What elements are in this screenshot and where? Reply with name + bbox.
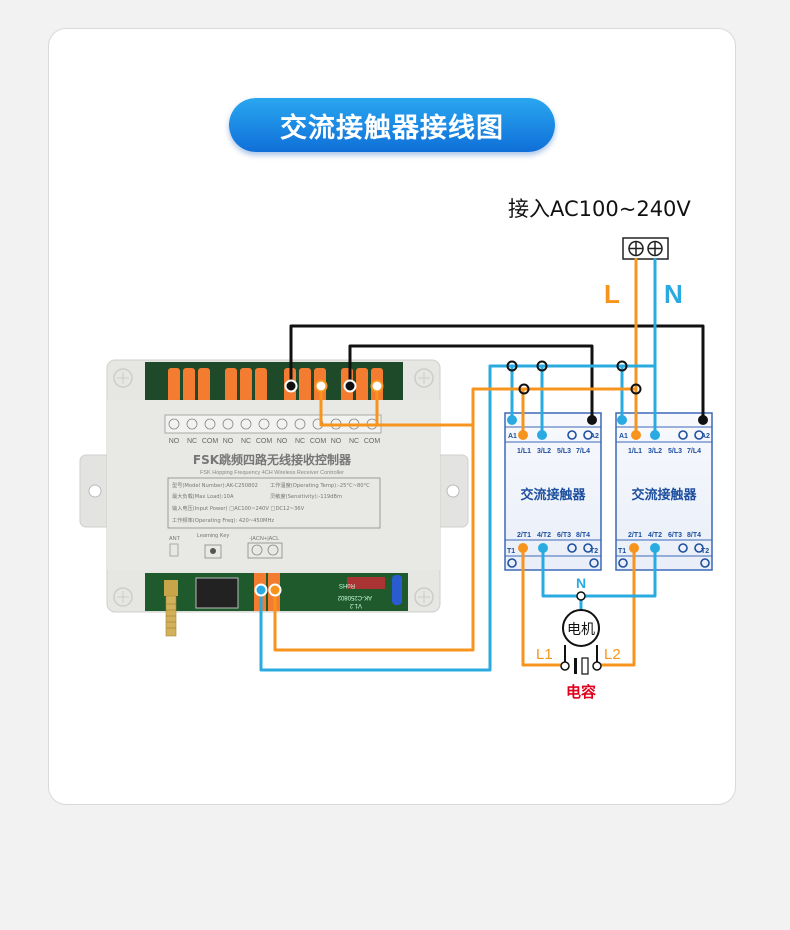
terminal-label: 3/L2 bbox=[648, 448, 662, 455]
acn-label: -|ACN bbox=[249, 536, 264, 542]
terminal-label: NC bbox=[349, 438, 359, 445]
terminal-label: 2/T1 bbox=[628, 532, 642, 539]
neutral-label: N bbox=[664, 279, 683, 309]
acl-label: +|ACL bbox=[264, 536, 279, 542]
terminal-label: 3/L2 bbox=[537, 448, 551, 455]
live-label: L bbox=[604, 279, 620, 309]
motor-l2-wire bbox=[597, 548, 636, 667]
ant-label: ANT bbox=[169, 536, 181, 542]
terminal-label: 5/L3 bbox=[557, 448, 571, 455]
terminal-label: NO bbox=[169, 438, 180, 445]
terminal-label: 1/L1 bbox=[628, 448, 642, 455]
page-title: 交流接触器接线图 bbox=[229, 98, 555, 152]
control-wire-1 bbox=[289, 324, 705, 420]
power-input-label: 接入AC100~240V bbox=[508, 197, 691, 221]
terminal-label: 1/L1 bbox=[517, 448, 531, 455]
terminal-a2: A2 bbox=[590, 433, 599, 440]
neutral-bus bbox=[259, 364, 655, 672]
terminal-label: 8/T4 bbox=[576, 532, 590, 539]
terminal-label: NC bbox=[241, 438, 251, 445]
terminal-label: 8/T4 bbox=[687, 532, 701, 539]
terminal-label: NC bbox=[187, 438, 197, 445]
terminal-label: COM bbox=[256, 438, 273, 445]
antenna-connector bbox=[164, 580, 178, 637]
terminal-a1: A1 bbox=[508, 433, 517, 440]
motor-l2-label: L2 bbox=[604, 646, 621, 663]
wire-junctions bbox=[254, 360, 708, 597]
wires bbox=[259, 258, 705, 672]
terminal-label: COM bbox=[364, 438, 381, 445]
terminal-label: COM bbox=[202, 438, 219, 445]
terminal-a1: A1 bbox=[619, 433, 628, 440]
motor: N 电机 L1 L2 电容 bbox=[536, 575, 621, 701]
terminal-label: 4/T2 bbox=[648, 532, 662, 539]
live-bus bbox=[273, 387, 636, 652]
controller-name: FSK跳频四路无线接收控制器 bbox=[193, 452, 352, 467]
spec-temp: 工作温度(Operating Temp):-25°C~80°C bbox=[270, 481, 370, 489]
power-terminal-icon bbox=[622, 237, 669, 260]
terminal-t2: T2 bbox=[701, 548, 709, 555]
capacitor-label: 电容 bbox=[566, 683, 596, 701]
terminal-t2: T2 bbox=[590, 548, 598, 555]
motor-l1-wire bbox=[521, 548, 565, 667]
terminal-t1: T1 bbox=[618, 548, 626, 555]
terminal-label: 4/T2 bbox=[537, 532, 551, 539]
pcb-version: V1.2 bbox=[349, 602, 362, 608]
terminal-label: NO bbox=[223, 438, 234, 445]
spec-freq: 工作频率(Operating Freq): 420~450MHz bbox=[172, 516, 274, 524]
spec-model: 型号(Model Number):AK-C250802 bbox=[172, 481, 258, 489]
spec-power: 输入电压(Input Power) □AC100~240V □DC12~36V bbox=[172, 504, 305, 512]
rohs-label: RoHS bbox=[339, 582, 355, 588]
contactor-label: 交流接触器 bbox=[520, 487, 586, 503]
terminal-label: NC bbox=[295, 438, 305, 445]
terminal-label: NO bbox=[277, 438, 288, 445]
terminal-label: 7/L4 bbox=[687, 448, 701, 455]
motor-n-label: N bbox=[576, 575, 586, 591]
learning-key-label: Learning Key bbox=[197, 533, 230, 539]
receiver-controller: NO NC COM NO NC COM NO NC COM NO NC COM … bbox=[79, 359, 469, 637]
terminal-label: 6/T3 bbox=[557, 532, 571, 539]
spec-sensitivity: 灵敏度(Sensitivity):-119dBm bbox=[270, 492, 342, 500]
terminal-label: COM bbox=[310, 438, 327, 445]
pcb-model: AK-C250802 bbox=[337, 594, 372, 600]
terminal-label: 6/T3 bbox=[668, 532, 682, 539]
learning-key-button[interactable] bbox=[204, 544, 222, 559]
control-wire-2 bbox=[348, 344, 594, 420]
terminal-label: NO bbox=[331, 438, 342, 445]
motor-l1-label: L1 bbox=[536, 646, 553, 663]
terminal-label: 7/L4 bbox=[576, 448, 590, 455]
controller-name-en: FSK Hopping Frequency 4CH Wireless Recei… bbox=[200, 470, 344, 476]
terminal-a2: A2 bbox=[701, 433, 710, 440]
spec-load: 最大负载(Max Load):10A bbox=[172, 492, 234, 500]
contactor-screw-icons bbox=[507, 430, 710, 568]
contactor-label: 交流接触器 bbox=[631, 487, 697, 503]
capacitor-icon bbox=[574, 657, 589, 675]
motor-label: 电机 bbox=[567, 622, 595, 638]
terminal-label: 2/T1 bbox=[517, 532, 531, 539]
terminal-t1: T1 bbox=[507, 548, 515, 555]
terminal-label: 5/L3 bbox=[668, 448, 682, 455]
